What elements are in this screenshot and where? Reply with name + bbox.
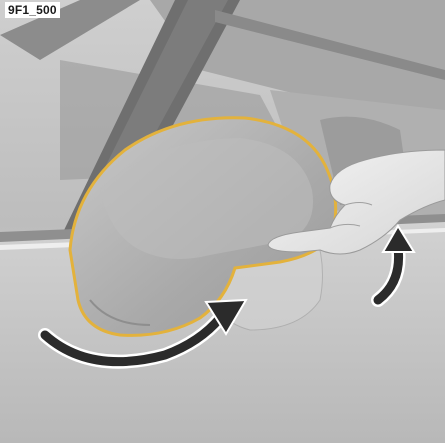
figure-code-label: 9F1_500 bbox=[5, 2, 60, 18]
